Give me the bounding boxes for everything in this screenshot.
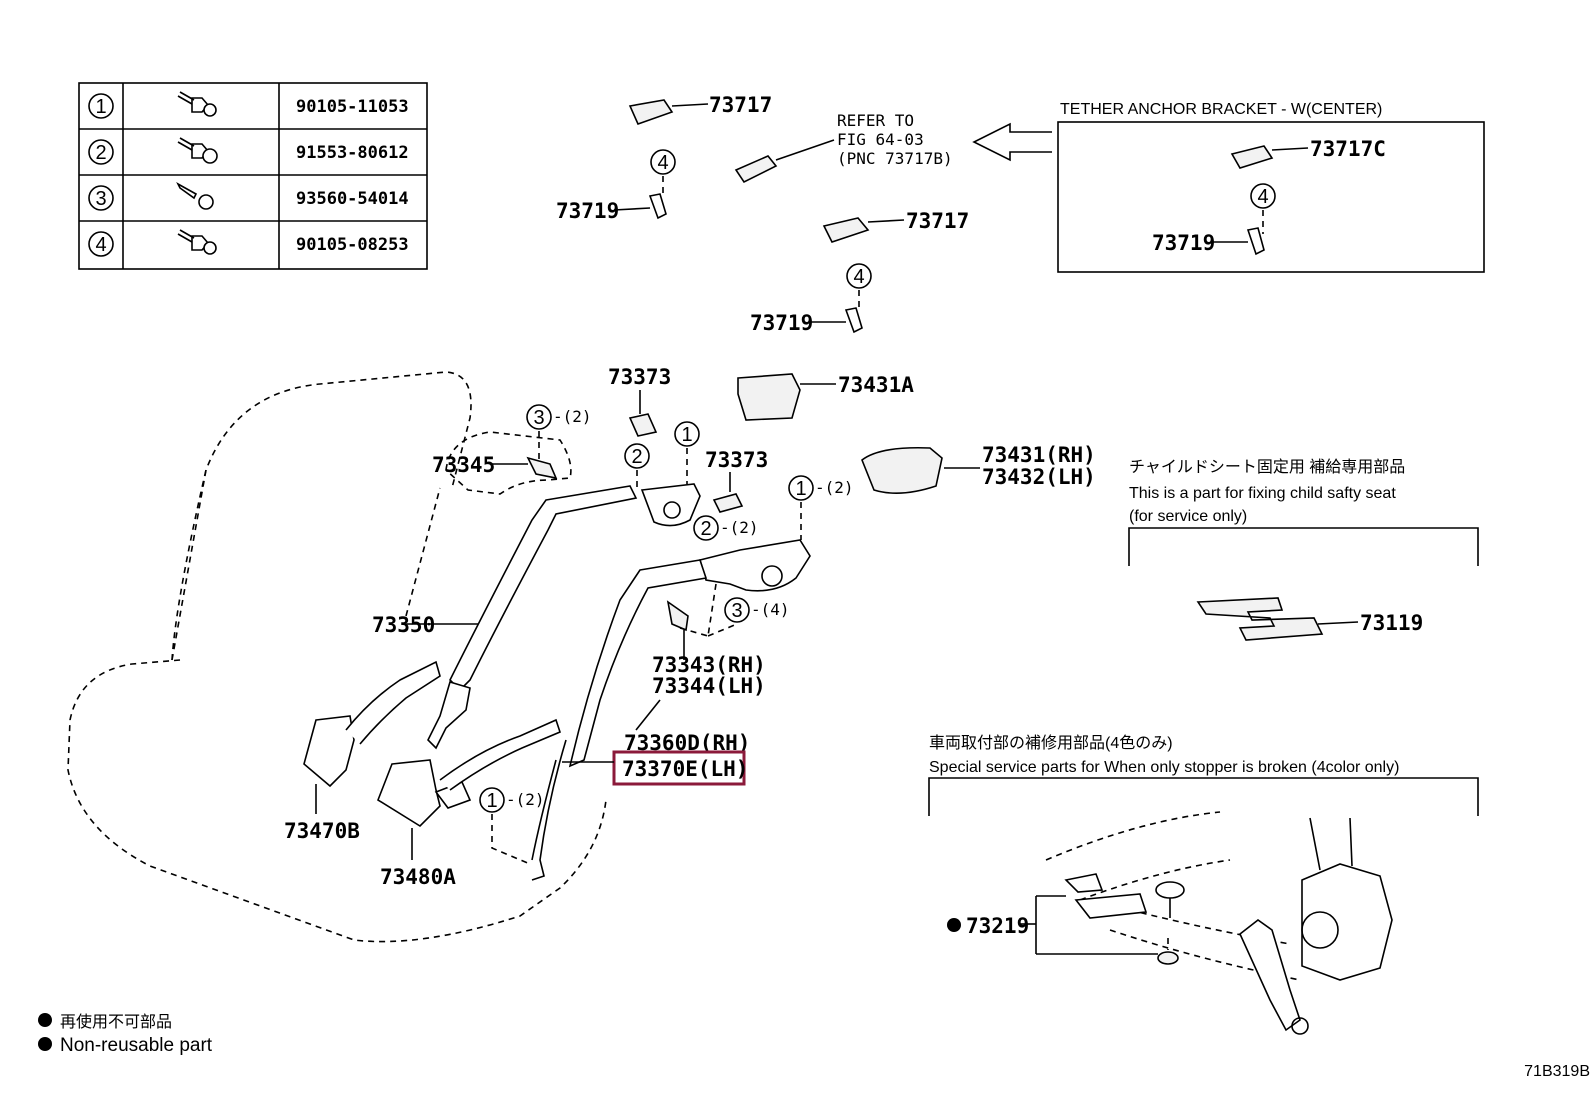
section-title-jp: 車両取付部の補修用部品(4色のみ) bbox=[929, 734, 1173, 752]
part-label: 73350 bbox=[372, 613, 435, 637]
part-label: 73373 bbox=[608, 365, 671, 389]
part-number: 91553-80612 bbox=[296, 143, 409, 163]
callout-number: 3 bbox=[731, 600, 742, 622]
parts-table: 1 90105-11053 2 91553-80612 3 bbox=[78, 82, 428, 270]
quantity: -(2) bbox=[815, 478, 854, 497]
headrest bbox=[445, 431, 572, 495]
belt-73350: 73350 bbox=[372, 485, 638, 750]
tray-73431A: 73431A bbox=[737, 373, 914, 421]
section-desc: Special service parts for When only stop… bbox=[929, 759, 1399, 776]
cap-73717-top: 73717 bbox=[628, 93, 772, 126]
part-label: 73480A bbox=[380, 865, 456, 889]
tether-anchor-box: TETHER ANCHOR BRACKET - W(CENTER) 73717C… bbox=[1057, 101, 1485, 273]
part-label: 73119 bbox=[1360, 611, 1423, 635]
callout-number: 2 bbox=[631, 446, 642, 468]
callout-number: 2 bbox=[700, 518, 711, 540]
callout-number: 1 bbox=[681, 424, 692, 446]
tray-73431-73432: 73431(RH) 73432(LH) bbox=[861, 443, 1096, 494]
part-number: 93560-54014 bbox=[296, 189, 409, 209]
bracket-73343-73344: 3 -(4) 73343(RH) 73344(LH) bbox=[635, 583, 790, 731]
screw-icon bbox=[176, 182, 214, 210]
part-label: 73373 bbox=[705, 448, 768, 472]
callout-number: 4 bbox=[1257, 186, 1268, 208]
refer-line: (PNC 73717B) bbox=[837, 149, 953, 168]
quantity: -(2) bbox=[553, 407, 592, 426]
stopper-section: 車両取付部の補修用部品(4色のみ) Special service parts … bbox=[928, 734, 1479, 1035]
arrow-left-icon bbox=[972, 122, 1052, 162]
part-label: 73717 bbox=[906, 209, 969, 233]
clip-73719-mid: 4 73719 bbox=[750, 263, 872, 335]
cover-73373-top: 73373 bbox=[608, 365, 671, 437]
quantity: -(4) bbox=[751, 600, 790, 619]
table-row: 2 91553-80612 bbox=[88, 137, 409, 165]
clip-73719-top: 4 73719 bbox=[556, 149, 676, 223]
child-seat-section: チャイルドシート固定用 補給専用部品 This is a part for fi… bbox=[1128, 458, 1479, 641]
non-reusable-dot-icon bbox=[947, 918, 961, 932]
row-number: 1 bbox=[95, 96, 106, 118]
seat-outline bbox=[67, 371, 607, 943]
part-label: 73431A bbox=[838, 373, 914, 397]
callout-number: 1 bbox=[486, 790, 497, 812]
cover-73373-mid: 73373 bbox=[705, 448, 768, 513]
table-row: 3 93560-54014 bbox=[88, 182, 409, 211]
legend-jp: 再使用不可部品 bbox=[60, 1013, 172, 1031]
part-label: 73431(RH) bbox=[982, 443, 1096, 467]
part-label: 73432(LH) bbox=[982, 465, 1096, 489]
callout-number: 1 bbox=[795, 478, 806, 500]
part-label: 73719 bbox=[1152, 231, 1215, 255]
cap-73717-mid: 73717 bbox=[822, 209, 969, 243]
buckle-lower-left: 1 -(2) bbox=[479, 787, 545, 865]
quantity: -(2) bbox=[720, 518, 759, 537]
box-title: TETHER ANCHOR BRACKET - W(CENTER) bbox=[1060, 101, 1382, 118]
figure-code: 71B319B bbox=[1524, 1063, 1590, 1080]
non-reusable-dot-icon bbox=[38, 1037, 52, 1051]
buckle-73470B: 73470B bbox=[284, 660, 441, 843]
part-number: 90105-08253 bbox=[296, 235, 409, 255]
part-label: 73345 bbox=[432, 453, 495, 477]
part-label: 73719 bbox=[556, 199, 619, 223]
row-number: 3 bbox=[95, 188, 106, 210]
part-number: 90105-11053 bbox=[296, 97, 409, 117]
legend-en: Non-reusable part bbox=[60, 1035, 213, 1056]
part-label: 73344(LH) bbox=[652, 674, 766, 698]
row-number: 2 bbox=[95, 142, 106, 164]
callout-number: 4 bbox=[853, 266, 864, 288]
section-desc: This is a part for fixing child safty se… bbox=[1129, 485, 1396, 502]
bolt-icon bbox=[177, 229, 217, 255]
callout-number: 3 bbox=[533, 407, 544, 429]
part-label: 73343(RH) bbox=[652, 653, 766, 677]
quantity: -(2) bbox=[506, 790, 545, 809]
retractor-assembly: 1 -(2) 2 -(2) bbox=[568, 475, 854, 768]
part-label: 73219 bbox=[966, 914, 1029, 938]
anchor-upper: 2 1 bbox=[624, 421, 701, 527]
part-label-highlighted: 73370E(LH) bbox=[622, 757, 748, 781]
non-reusable-dot-icon bbox=[38, 1013, 52, 1027]
section-desc: (for service only) bbox=[1129, 508, 1247, 525]
buckle-73480A: 73480A bbox=[377, 718, 561, 889]
refer-note: REFER TO FIG 64-03 (PNC 73717B) bbox=[734, 111, 1052, 184]
bolt-icon bbox=[177, 91, 217, 117]
part-label: 73717 bbox=[709, 93, 772, 117]
table-row: 4 90105-08253 bbox=[88, 229, 409, 257]
refer-line: FIG 64-03 bbox=[837, 130, 924, 149]
highlight-box bbox=[612, 750, 746, 786]
legend: 再使用不可部品 Non-reusable part bbox=[38, 1013, 213, 1056]
bracket-73345: 3 -(2) 73345 bbox=[432, 404, 592, 480]
part-label: 73470B bbox=[284, 819, 360, 843]
row-number: 4 bbox=[95, 234, 106, 256]
part-label: 73719 bbox=[750, 311, 813, 335]
callout-number: 4 bbox=[657, 152, 668, 174]
part-label: 73717C bbox=[1310, 137, 1386, 161]
seatbelt-73360-73370: 73360D(RH) 73370E(LH) bbox=[531, 731, 750, 881]
sheet-73119 bbox=[1196, 597, 1324, 641]
section-title-jp: チャイルドシート固定用 補給専用部品 bbox=[1129, 458, 1405, 476]
refer-line: REFER TO bbox=[837, 111, 914, 130]
bolt-icon bbox=[177, 137, 218, 164]
table-row: 1 90105-11053 bbox=[88, 91, 409, 119]
